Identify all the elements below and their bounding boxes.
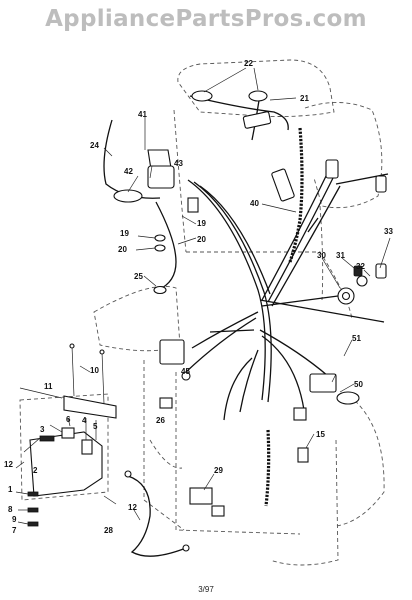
callout-3: 3 — [40, 425, 45, 434]
callout-4: 4 — [82, 416, 87, 425]
callout-28: 28 — [104, 526, 113, 535]
callout-31: 31 — [336, 251, 345, 260]
callout-2: 2 — [33, 466, 38, 475]
callout-45: 45 — [181, 367, 190, 376]
callout-30: 30 — [317, 251, 326, 260]
callout-19b: 19 — [197, 219, 206, 228]
callout-29: 29 — [214, 466, 223, 475]
callout-5: 5 — [93, 422, 98, 431]
tractor-outline — [93, 59, 385, 566]
callout-22: 22 — [244, 59, 253, 68]
callout-19a: 19 — [120, 229, 129, 238]
wire-harness — [103, 93, 389, 557]
callout-6: 6 — [66, 415, 71, 424]
callout-20b: 20 — [197, 235, 206, 244]
callout-24: 24 — [90, 141, 99, 150]
watermark: AppliancePartsPros.com — [45, 6, 367, 32]
callout-15: 15 — [316, 430, 325, 439]
callout-10: 10 — [90, 366, 99, 375]
callout-12b: 12 — [128, 503, 137, 512]
callout-50: 50 — [354, 380, 363, 389]
callout-26: 26 — [156, 416, 165, 425]
components — [113, 90, 387, 552]
callout-41: 41 — [138, 110, 147, 119]
coil-conduits — [264, 127, 304, 507]
callout-21: 21 — [300, 94, 309, 103]
callout-11: 11 — [44, 382, 53, 391]
callout-labels: 1 2 3 4 5 6 7 8 9 10 11 12 12 15 19 19 2… — [4, 59, 393, 535]
callout-7: 7 — [12, 526, 17, 535]
seat-assembly — [19, 343, 117, 527]
footer-code: 3/97 — [198, 585, 214, 594]
callout-25: 25 — [134, 272, 143, 281]
leader-lines — [15, 67, 391, 525]
callout-51: 51 — [352, 334, 361, 343]
callout-8: 8 — [8, 505, 13, 514]
callout-9: 9 — [12, 515, 17, 524]
callout-40: 40 — [250, 199, 259, 208]
callout-20a: 20 — [118, 245, 127, 254]
callout-32: 32 — [356, 262, 365, 271]
callout-33: 33 — [384, 227, 393, 236]
callout-1: 1 — [8, 485, 13, 494]
callout-43: 43 — [174, 159, 183, 168]
callout-42: 42 — [124, 167, 133, 176]
callout-12a: 12 — [4, 460, 13, 469]
